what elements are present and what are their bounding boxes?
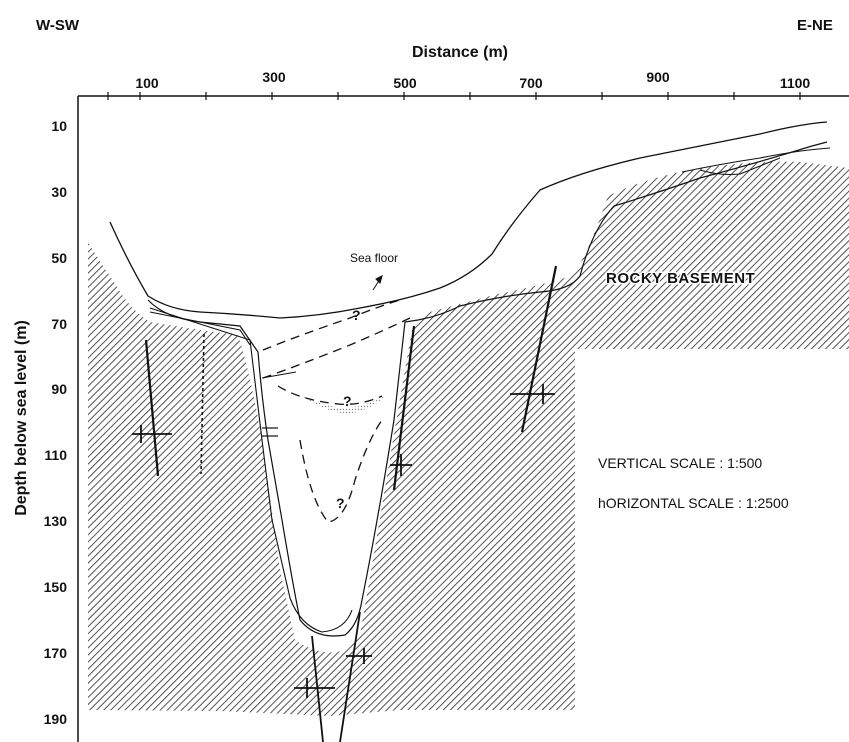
sea-floor-label: Sea floor <box>350 251 398 265</box>
cross-marker <box>346 648 372 664</box>
dashed-reflector-4 <box>299 419 383 523</box>
y-tick-label: 110 <box>44 447 67 463</box>
vertical-scale-label: VERTICAL SCALE : 1:500 <box>598 455 762 471</box>
x-tick-label: 700 <box>519 75 543 91</box>
fault-line <box>144 339 160 477</box>
tick-markers <box>262 427 278 437</box>
x-minor-ticks <box>107 92 801 100</box>
horizontal-scale-label: hORIZONTAL SCALE : 1:2500 <box>598 495 789 511</box>
x-axis-title: Distance (m) <box>412 44 508 61</box>
fault-line <box>200 333 205 475</box>
dashed-reflectors <box>262 299 411 523</box>
x-tick-label: 300 <box>262 69 286 85</box>
upper-layer-1 <box>149 311 251 346</box>
x-tick-label: 900 <box>646 69 670 85</box>
y-tick-label: 190 <box>44 711 68 727</box>
corner-label-left: W-SW <box>36 17 80 34</box>
fault-line <box>392 325 416 491</box>
x-tick-labels: 100 300 500 700 900 1100 <box>135 69 810 91</box>
rocky-basement-area <box>88 161 849 716</box>
valley-boundary-outer <box>147 141 828 637</box>
valley-boundary-inner <box>149 307 353 633</box>
y-tick-labels: 10 30 50 70 90 110 130 150 170 190 <box>44 118 68 727</box>
cross-marker <box>510 384 555 404</box>
y-tick-label: 170 <box>44 645 68 661</box>
dashed-reflector-1 <box>262 299 401 351</box>
y-tick-label: 30 <box>51 184 67 200</box>
cross-marker <box>390 454 412 476</box>
sea-floor-line <box>109 121 828 319</box>
y-tick-label: 90 <box>51 381 67 397</box>
faults <box>144 265 558 742</box>
question-mark: ? <box>352 307 361 323</box>
y-tick-label: 150 <box>44 579 68 595</box>
y-tick-label: 10 <box>51 118 67 134</box>
x-tick-label: 1100 <box>780 75 811 91</box>
x-tick-label: 500 <box>393 75 417 91</box>
y-tick-label: 130 <box>44 513 68 529</box>
corner-label-right: E-NE <box>797 17 833 34</box>
sea-floor-arrow <box>372 275 383 291</box>
y-tick-label: 70 <box>51 316 67 332</box>
infill-patch <box>300 395 385 414</box>
fault-line <box>311 635 324 742</box>
cross-markers <box>132 384 555 698</box>
dashed-reflector-2 <box>262 317 411 379</box>
rocky-basement-label: ROCKY BASEMENT <box>606 270 755 287</box>
fault-line <box>339 611 361 742</box>
y-tick-label: 50 <box>51 250 67 266</box>
x-tick-label: 100 <box>135 75 159 91</box>
cross-marker <box>132 425 172 443</box>
right-shelf-layer-2 <box>699 157 781 175</box>
fault-line <box>520 265 558 433</box>
dashed-reflector-3 <box>277 385 383 405</box>
right-shelf-layer <box>681 147 831 173</box>
question-mark: ? <box>343 393 352 409</box>
question-mark: ? <box>336 495 345 511</box>
y-axis-title: Depth below sea level (m) <box>13 320 30 516</box>
cross-marker <box>294 678 335 698</box>
